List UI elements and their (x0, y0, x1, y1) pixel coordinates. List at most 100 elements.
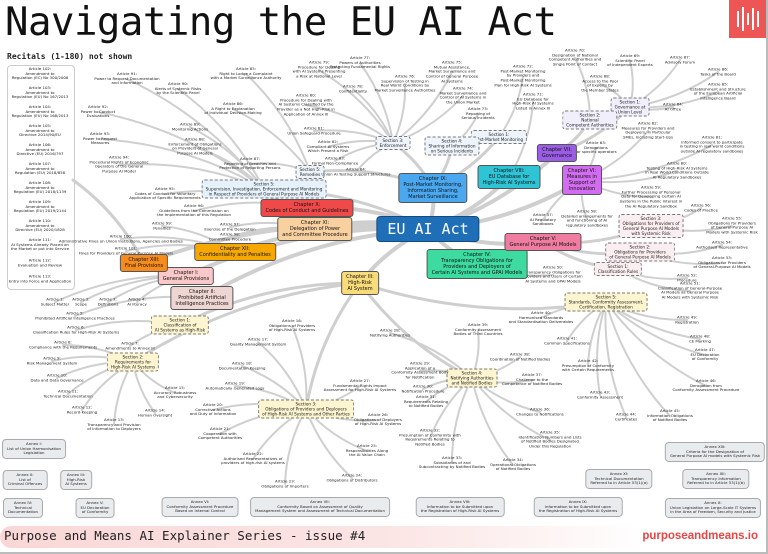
section-node: Section 4: Notifying Authorities and Not… (446, 368, 498, 388)
article-node: Article 89: Monitoring Actions (171, 121, 209, 131)
chapter-node: Chapter XI: Delegation of Power and Comm… (277, 217, 353, 241)
section-node: Section 5: Remedies (295, 164, 325, 180)
annex-node: Annex III: High-Risk AI Systems (60, 469, 92, 491)
connector-a33 (450, 377, 473, 464)
annex-node: Annex X: Union Legislation on Large-Scal… (664, 497, 762, 519)
article-node: Article 45: Information Obligations of N… (647, 407, 693, 423)
article-node: Article 52: Procedure (677, 272, 697, 282)
annex-node: Annex I: List of Union Harmonisation Leg… (2, 438, 66, 460)
article-node: Article 98: Committee Procedure (208, 231, 252, 241)
article-node: Article 35: Identification Numbers and L… (518, 429, 582, 449)
article-node: Article 108: Amendment to Regulation (EU… (13, 179, 67, 195)
article-node: Article 97: Exercise of the Delegation (204, 221, 256, 231)
article-node: Article 82: Compliant AI Systems Which P… (306, 138, 350, 154)
annex-node: Annex VIII: Information to be Submitted … (415, 496, 505, 518)
article-node: Article 34: Operational Obligations of N… (489, 456, 537, 472)
article-node: Article 87: Reporting of Breaches and Pr… (219, 155, 281, 171)
article-node: Article 68: Access to the Pool of Expert… (581, 73, 619, 93)
article-node: Article 49: Registration (675, 314, 699, 324)
annex-node: Annex IV: Technical Documentation (3, 497, 43, 519)
article-node: Article 85: Right to Lodge a Complaint w… (210, 65, 282, 81)
article-node: Article 44: Certificates (614, 411, 638, 421)
article-node: Article 11: Technical Documentation (43, 388, 93, 398)
article-node: Article 46: Derogation from Conformity A… (672, 377, 740, 393)
article-node: Article 67: Advisory Forum (664, 54, 696, 64)
article-node: Article 111: AI Systems Already Placed o… (10, 236, 70, 252)
article-node: Article 101: Fines for Providers of Gene… (78, 245, 174, 255)
article-node: Article 91: Power to Request Documentati… (94, 70, 160, 86)
article-node: Article 15: Accuracy, Robustness and Cyb… (153, 384, 197, 400)
article-node: Article 56: Codes of Practice (684, 202, 718, 212)
article-node: Article 22: Authorised Representatives o… (221, 450, 285, 466)
article-node: Article 25: Responsibilities Along the A… (345, 442, 389, 458)
chapter-node: Chapter III: High-Risk AI System (341, 271, 379, 295)
chapter-node: Chapter VII: Governance (536, 144, 578, 162)
article-node: Article 96: Guidelines from the Commissi… (157, 202, 231, 218)
section-node: Section 5: Standards, Conformity Assessm… (564, 292, 648, 312)
chapter-node: Chapter VIII: EU Database for High-Risk … (477, 165, 541, 189)
article-node: Article 103: Amendment to Regulation (EU… (11, 84, 69, 100)
section-node: Section 5: Supervision, Investigation, E… (201, 179, 327, 199)
article-node: Article 78: Confidentiality (338, 83, 368, 93)
article-node: Article 19: Automatically Generated Logs (205, 380, 265, 390)
annex-node: Annex IX: Information to be Submitted up… (533, 496, 623, 518)
article-node: Article 23: Obligations of Importers (261, 478, 309, 488)
article-node: Article 13: Transparency and Provision o… (87, 416, 141, 432)
article-node: Article 107: Amendment to Regulation (EU… (14, 160, 66, 176)
annex-node: Annex XI: Technical Documentation Referr… (585, 468, 653, 490)
article-node: Article 112: Evaluation and Review (17, 257, 63, 267)
annex-node: Annex XIII: Criteria for the Designation… (664, 441, 766, 463)
article-node: Article 21: Cooperation with Competent A… (197, 425, 243, 441)
connector-final-provisions-box (71, 178, 146, 265)
article-node: Article 51: Classification of General-Pu… (657, 280, 723, 300)
footer-brush-stroke (0, 526, 650, 548)
footer-series-title: Purpose and Means AI Explainer Series - … (4, 528, 366, 543)
article-node: Article 3: Definitions (97, 296, 119, 306)
article-node: Article 31: Requirements Relating to Not… (403, 393, 449, 409)
section-node: Section 2: Obligations for Providers of … (605, 242, 675, 262)
section-node: Section 1: Classification Rules (593, 261, 643, 277)
article-node: Article 53: Obligations for Providers of… (693, 254, 751, 270)
footer-site-link[interactable]: purposeandmeans.io (642, 530, 758, 542)
article-node: Article 99: Penalties (152, 220, 172, 230)
article-node: Article 7: Amendments to Annex III (105, 340, 155, 350)
article-node: Article 106: Amendment to Directive (EU)… (16, 141, 64, 157)
article-node: Article 29: Application of a Conformity … (391, 360, 449, 380)
article-node: Article 90: Alerts of Systemic Risks by … (154, 80, 202, 96)
section-node: Section 2: Requirements for High-Risk AI… (106, 352, 160, 372)
article-node: Article 80: Procedure for Dealing with A… (277, 92, 335, 117)
article-node: Article 61: Informed consent to particip… (679, 134, 745, 154)
sound-bars-logo-icon (729, 0, 766, 38)
section-node: Section 1: Post-Market Monitoring (470, 129, 528, 145)
section-node: Section 1: Governance at Union Level (610, 97, 650, 117)
article-node: Article 93: Power to Request Measures (83, 130, 117, 146)
article-node: Article 17: Quality Management System (229, 336, 287, 346)
connector-a91 (126, 78, 265, 190)
article-node: Article 10: Data and Data Governance (30, 372, 84, 382)
article-node: Article 38: Coordination of Notified Bod… (489, 351, 551, 361)
article-node: Article 42: Presumption of Conformity wi… (561, 357, 615, 373)
article-node: Article 73: Reporting of Serious Inciden… (461, 105, 495, 121)
article-node: Article 4: AI literacy (127, 296, 147, 306)
final-provisions-articles-box (7, 65, 75, 290)
article-node: Article 16: Obligations of Providers of … (268, 317, 316, 333)
article-node: Article 2: Scope (72, 296, 90, 306)
article-node: Article 71: EU Database for High-Risk AI… (512, 91, 554, 111)
article-node: Article 81: Union Safeguard Procedure (287, 125, 341, 135)
article-node: Article 12: Record-Keeping (66, 404, 98, 414)
connector-a44 (604, 301, 627, 418)
annex-node: Annex XII: Transparency Information Refe… (682, 468, 750, 490)
article-node: Article 65: Establishment and Structure … (690, 81, 746, 101)
article-node: Article 48: CE Marking (688, 333, 712, 343)
article-node: Article 32: Presumption of Conformity wi… (399, 427, 461, 447)
section-node: Section 4: Sharing of Information on Ser… (424, 136, 480, 156)
article-node: Article 94: Procedural Rights of Economi… (89, 154, 149, 174)
article-node: Article 59: Further Processing of Person… (619, 184, 683, 209)
article-node: Article 105: Amendment to Directive 2014… (19, 122, 61, 138)
article-node: Article 40: Harmonised Standards and Sta… (508, 309, 574, 325)
article-node: Article 39: Conformity Assessment Bodies… (453, 321, 503, 337)
article-node: Article 37: Challenge to the Competence … (501, 371, 563, 387)
article-node: Article 100: Administrative Fines on Uni… (59, 233, 183, 243)
article-node: Article 75: Mutual Assistance, Market Su… (425, 59, 479, 84)
annex-node: Annex VII: Conformity Based on Assessmen… (250, 496, 390, 518)
